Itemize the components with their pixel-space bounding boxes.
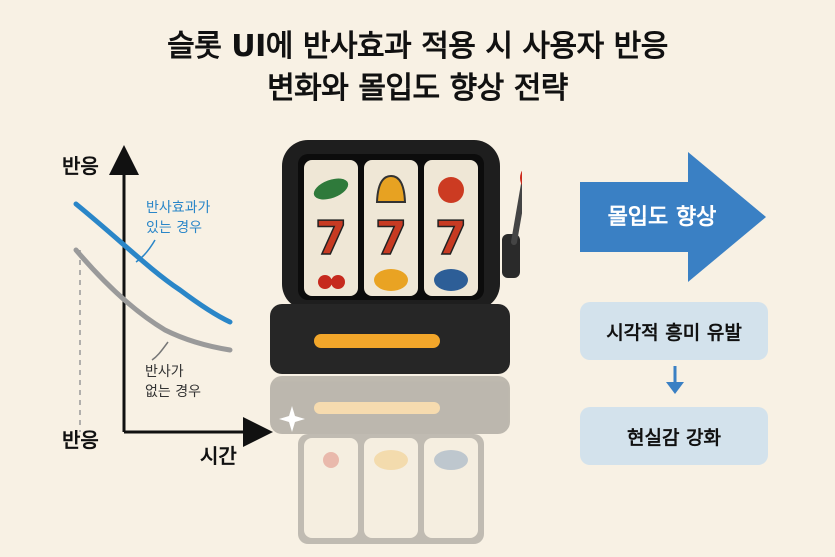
x-axis-label: 시간 xyxy=(200,444,237,468)
series-b-leader xyxy=(151,341,169,361)
reel-3 xyxy=(424,160,478,296)
apple-icon xyxy=(438,177,464,203)
reflection xyxy=(270,376,510,544)
lemon-icon xyxy=(374,269,408,291)
engagement-arrow xyxy=(580,152,766,282)
step-visual-interest-label: 시각적 흥미 유발 xyxy=(606,321,742,344)
plum-icon xyxy=(434,269,468,291)
coin-slot xyxy=(314,334,440,348)
series-with-reflection-line xyxy=(73,201,233,325)
lever-knob-icon xyxy=(520,170,522,186)
sparkle-icon xyxy=(279,406,305,432)
diagram-title: 슬롯 UI에 반사효과 적용 시 사용자 반응 변화와 몰입도 향상 전략 xyxy=(0,26,835,110)
title-line-2: 변화와 몰입도 향상 전략 xyxy=(267,71,568,106)
bell-icon xyxy=(375,174,407,203)
lever-arm xyxy=(511,181,522,245)
title-line-1: 슬롯 UI에 반사효과 적용 시 사용자 반응 xyxy=(167,29,668,64)
origin-label: 반응 xyxy=(62,428,99,452)
seven-symbol: 7 xyxy=(435,211,467,265)
melon-icon xyxy=(313,178,349,200)
down-arrow-icon xyxy=(666,366,684,394)
cherry-icon xyxy=(331,275,345,289)
lever-base xyxy=(502,234,520,278)
seven-symbol: 7 xyxy=(375,211,407,265)
series-a-leader xyxy=(135,239,156,263)
slot-machine: 7 7 7 xyxy=(270,140,522,544)
step-realism: 현실감 강화 xyxy=(580,407,768,465)
engagement-arrow-label: 몰입도 향상 xyxy=(607,205,717,230)
cherry-icon xyxy=(318,275,332,289)
y-axis-label: 반응 xyxy=(62,154,99,178)
series-without-reflection-line xyxy=(73,247,233,353)
step-visual-interest: 시각적 흥미 유발 xyxy=(580,302,768,360)
step-realism-label: 현실감 강화 xyxy=(626,426,721,449)
seven-symbol: 7 xyxy=(315,211,347,265)
series-without-reflection-label: 반사가 없는 경우 xyxy=(145,364,201,400)
series-with-reflection-label: 반사효과가 있는 경우 xyxy=(146,200,211,236)
